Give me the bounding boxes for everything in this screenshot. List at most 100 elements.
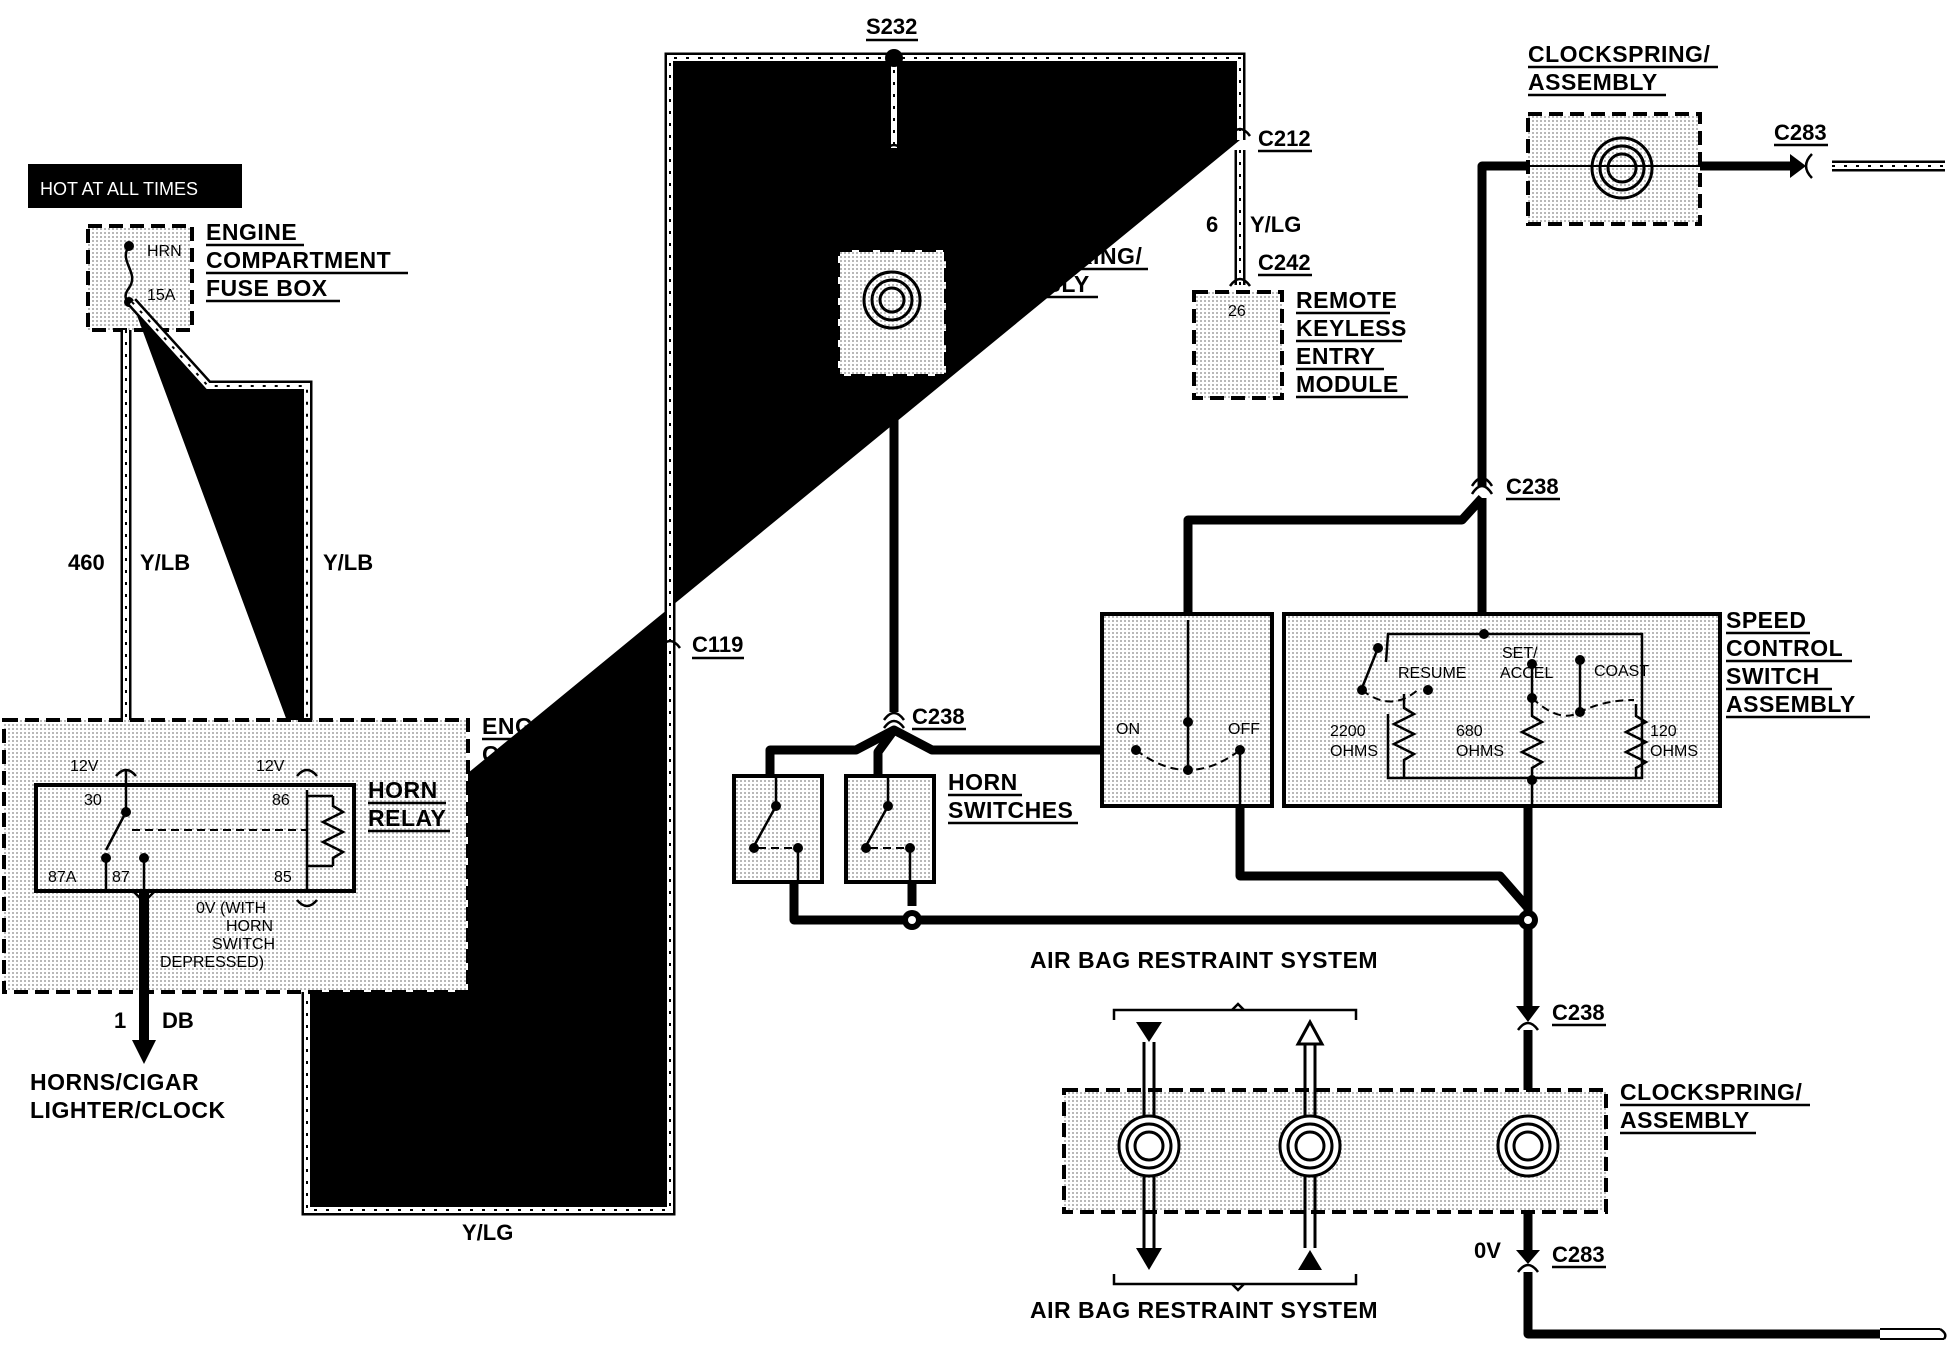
horn-output-wire: 1 DB HORNS/CIGAR LIGHTER/CLOCK (30, 891, 226, 1123)
rke-title-1: REMOTE (1296, 287, 1397, 313)
fuse-rating: 15A (147, 287, 176, 304)
wire-460-right-color: Y/LB (323, 550, 373, 575)
air-bag-bracket-top (1112, 1002, 1358, 1020)
clockspring-mid: CLOCKSPRING/ ASSEMBLY (836, 158, 1148, 378)
wire-6-bottom-num: 6 (460, 1176, 472, 1201)
fuse-name: HRN (147, 243, 182, 260)
fuse-box-title-3: FUSE BOX (206, 275, 328, 301)
airbag-circuit-1 (1117, 1022, 1181, 1270)
relay-voltage-left: 12V (70, 758, 99, 775)
clockspring-bottom-label-2: ASSEMBLY (1620, 1107, 1750, 1133)
clockspring-bottom: CLOCKSPRING/ ASSEMBLY (1062, 1018, 1810, 1270)
wire-460-left-num: 460 (68, 550, 105, 575)
resistor-3-unit: OHMS (1650, 743, 1698, 760)
pin-85: 85 (274, 869, 292, 886)
signal-wires (765, 161, 1947, 1340)
airbag-circuit-2 (1278, 1018, 1342, 1270)
fuse-box-title-1: ENGINE (206, 219, 297, 245)
switch-coast: COAST (1594, 663, 1649, 680)
wire-6-bottom-color: Y/LG (462, 1220, 513, 1245)
relay-voltage-right: 12V (256, 758, 285, 775)
wire-6-rke-num: 6 (1206, 212, 1218, 237)
pin-30: 30 (84, 792, 102, 809)
c212-label: C212 (1258, 126, 1311, 151)
connector-c283-top: C283 (882, 136, 966, 163)
switch-off: OFF (1228, 721, 1260, 738)
hot-at-all-times-banner: HOT AT ALL TIMES (28, 164, 242, 208)
wire-6-top-num: 6 (860, 84, 872, 109)
relay-fuse-box: ENGINE COMPART- MENT FUSE BOX HORN RELAY… (2, 713, 616, 994)
fuse-box-title-2: COMPARTMENT (206, 247, 391, 273)
connector-c283-right: C283 (1700, 120, 1828, 179)
splice-s232: S232 (866, 14, 918, 67)
rke-title-2: KEYLESS (1296, 315, 1407, 341)
relay-note-1: 0V (WITH (196, 900, 266, 917)
pin-86: 86 (272, 792, 290, 809)
resistor-2-value: 680 (1456, 723, 1483, 740)
clockspring-top: CLOCKSPRING/ ASSEMBLY (1526, 41, 1718, 226)
wire-6-top-color: Y/LG (904, 84, 955, 109)
clockspring-bottom-label-1: CLOCKSPRING/ (1620, 1079, 1802, 1105)
speed-control-title-1: SPEED (1726, 607, 1806, 633)
resistor-1-unit: OHMS (1330, 743, 1378, 760)
connector-c242: C242 (1228, 250, 1312, 287)
c238-lower-label: C238 (1552, 1000, 1605, 1025)
speed-control-title-4: ASSEMBLY (1726, 691, 1856, 717)
horns-label-1: HORNS/CIGAR (30, 1069, 199, 1095)
switch-set-accel-2: ACCEL (1500, 665, 1553, 682)
s232-label: S232 (866, 14, 917, 39)
c238-horn-label: C238 (912, 704, 965, 729)
air-bag-top-label: AIR BAG RESTRAINT SYSTEM (1030, 947, 1378, 973)
horn-switches-label-2: SWITCHES (948, 797, 1073, 823)
rke-pin: 26 (1228, 303, 1246, 320)
speed-control-title-2: CONTROL (1726, 635, 1843, 661)
wire-1-color: DB (162, 1008, 194, 1033)
hot-label: HOT AT ALL TIMES (40, 179, 198, 199)
switch-on: ON (1116, 721, 1140, 738)
wire-6-rke-color: Y/LG (1250, 212, 1301, 237)
horn-relay-label-2: RELAY (368, 805, 446, 831)
hot-wire-segment (129, 299, 310, 775)
rke-title-4: MODULE (1296, 371, 1399, 397)
c283-right-label: C283 (1774, 120, 1827, 145)
c119-label: C119 (692, 632, 743, 657)
connector-c119: C119 (658, 632, 744, 660)
relay-note-3: SWITCH (212, 936, 275, 953)
c283-top-label: C283 (912, 136, 965, 161)
remote-keyless-entry-module: 26 REMOTE KEYLESS ENTRY MODULE (1192, 287, 1408, 400)
resistor-3-value: 120 (1650, 723, 1677, 740)
pin-87a: 87A (48, 869, 77, 886)
ov-label: 0V (1474, 1238, 1501, 1263)
speed-control-switch-assembly: ON OFF RESUME SET/ ACCEL COAST 2200 OHMS… (1100, 607, 1870, 808)
horns-label-2: LIGHTER/CLOCK (30, 1097, 226, 1123)
relay-box-title-4: FUSE BOX (482, 797, 604, 823)
relay-box-title-2: COMPART- (482, 741, 607, 767)
resistor-2-unit: OHMS (1456, 743, 1504, 760)
horn-switches: HORN SWITCHES (732, 769, 1078, 884)
resistor-1-value: 2200 (1330, 723, 1366, 740)
hot-wire-460 (132, 58, 1240, 1210)
rke-title-3: ENTRY (1296, 343, 1376, 369)
clockspring-top-label-2: ASSEMBLY (1528, 69, 1658, 95)
c283-bottom-label: C283 (1552, 1242, 1605, 1267)
speed-control-title-3: SWITCH (1726, 663, 1820, 689)
clockspring-top-label-1: CLOCKSPRING/ (1528, 41, 1710, 67)
relay-note-4: DEPRESSED) (160, 954, 264, 971)
connector-c212: C212 (1228, 126, 1312, 153)
clockspring-mid-label-1: CLOCKSPRING/ (960, 243, 1142, 269)
air-bag-bracket-bottom (1112, 1274, 1358, 1292)
pin-87: 87 (112, 869, 130, 886)
c242-label: C242 (1258, 250, 1311, 275)
relay-box-title-1: ENGINE (482, 713, 573, 739)
wire-460-left-color: Y/LB (140, 550, 190, 575)
relay-note-2: HORN (226, 918, 273, 935)
airbag-circuit-3 (1496, 1114, 1560, 1178)
switch-resume: RESUME (1398, 665, 1466, 682)
horn-switches-label-1: HORN (948, 769, 1018, 795)
air-bag-bottom-label: AIR BAG RESTRAINT SYSTEM (1030, 1297, 1378, 1323)
wire-460-right-num: 460 (252, 550, 289, 575)
wire-1-num: 1 (114, 1008, 126, 1033)
switch-set-accel-1: SET/ (1502, 645, 1538, 662)
